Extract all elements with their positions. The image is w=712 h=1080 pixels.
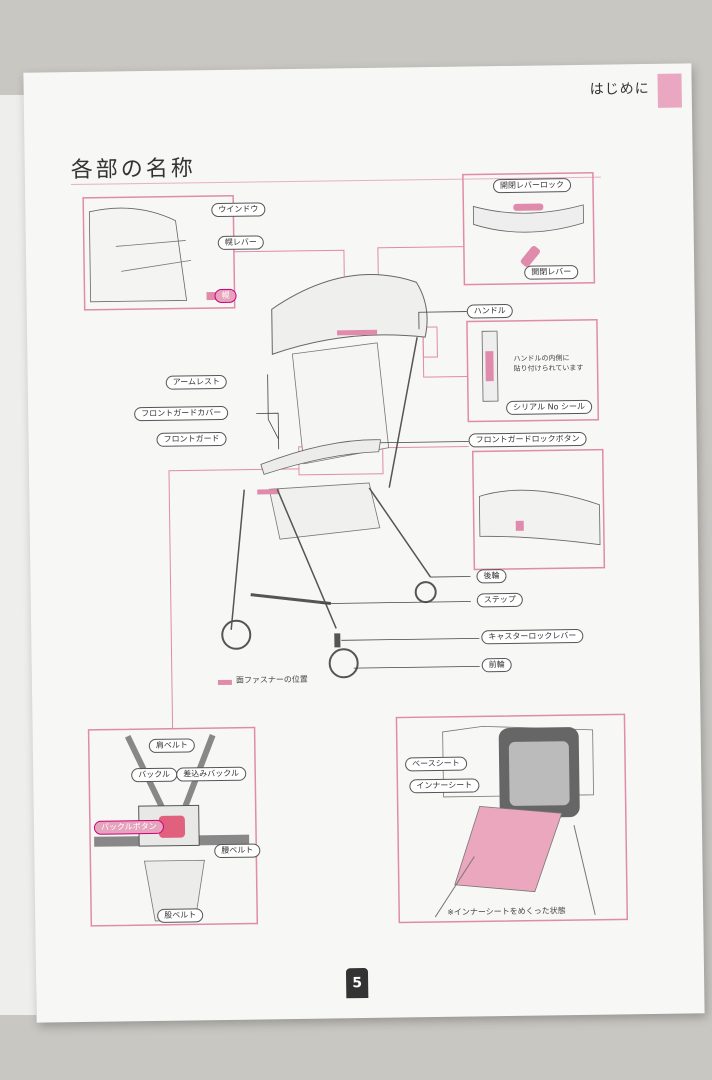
label-serial-sticker: シリアル No シール (506, 399, 593, 416)
label-caster-lock: キャスターロックレバー (481, 628, 584, 645)
label-inner-seat: インナーシート (409, 778, 480, 794)
label-waist-belt: 腰ベルト (214, 843, 261, 859)
label-hood-tag: 幌 (214, 288, 237, 304)
label-base-seat: ベースシート (404, 756, 467, 772)
label-front-guard-cover: フロントガードカバー (134, 405, 229, 422)
label-open-close-lock: 開閉レバーロック (492, 178, 572, 194)
inset-serial (466, 318, 600, 423)
label-front-guard-lock: フロントガードロックボタン (468, 431, 587, 448)
label-shoulder-belt: 肩ベルト (148, 738, 195, 754)
velcro-legend: 面ファスナーの位置 (235, 674, 308, 685)
label-front-guard: フロントガード (156, 431, 227, 447)
label-armrest: アームレスト (165, 374, 228, 390)
label-handle: ハンドル (466, 303, 513, 319)
label-buckle: バックル (131, 767, 178, 783)
serial-note: ハンドルの内側に 貼り付けられています (513, 354, 584, 373)
label-hood-lever: 幌レバー (217, 235, 264, 251)
label-insert-buckle: 差込みバックル (176, 766, 247, 782)
inset-front-guard-lock (471, 448, 606, 571)
label-open-close-lever: 開閉レバー (524, 264, 579, 280)
label-buckle-button: バックルボタン (93, 819, 164, 835)
inset-handle-lock (462, 172, 596, 286)
label-step: ステップ (476, 592, 523, 608)
velcro-swatch (217, 679, 232, 686)
page-number: 5 (345, 967, 369, 999)
label-rear-wheel: 後輪 (476, 569, 507, 584)
manual-page: はじめに 各部の名称 (23, 63, 705, 1023)
stroller-diagram (82, 172, 629, 927)
inset-harness (87, 726, 259, 927)
label-window: ウインドウ (211, 202, 266, 218)
label-front-wheel: 前輪 (481, 657, 512, 673)
inner-seat-note: ※インナーシートをめくった状態 (447, 906, 566, 917)
label-crotch-belt: 股ベルト (157, 908, 204, 923)
inset-seat (395, 713, 629, 924)
